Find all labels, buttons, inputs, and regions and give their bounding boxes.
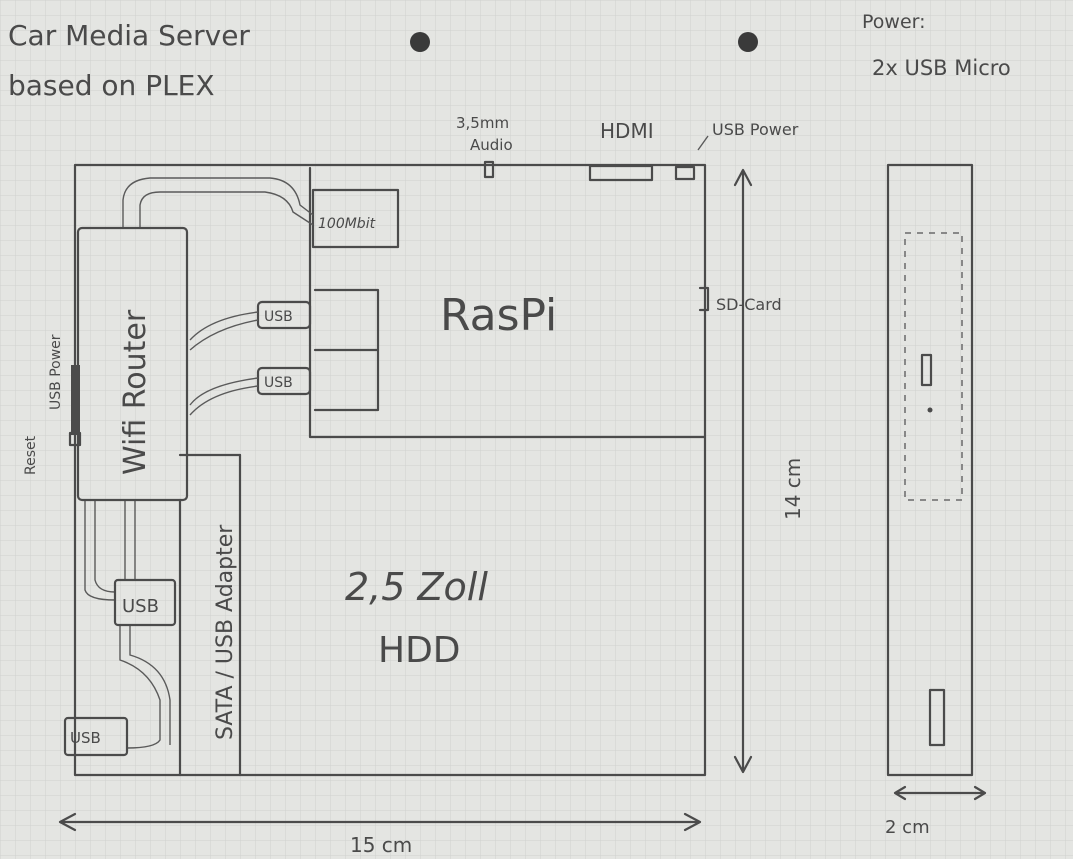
ethernet-port	[311, 188, 400, 249]
adapter-usb2-label: USB	[70, 729, 101, 747]
dimension-arrows: 14 cm 15 cm 2 cm	[58, 168, 987, 857]
usb-power-port	[674, 165, 696, 181]
audio-label: 3,5mm	[456, 114, 509, 132]
sd-card-label: SD-Card	[716, 295, 782, 314]
punch-hole	[410, 32, 430, 52]
ethernet-label: 100Mbit	[318, 216, 376, 232]
usb-power-label: USB Power	[712, 120, 799, 139]
router-usb-power-label: USB Power	[48, 334, 64, 410]
punch-hole	[738, 32, 758, 52]
raspi-usb2-label: USB	[264, 375, 293, 391]
power-note-line2: 2x USB Micro	[872, 56, 1011, 80]
cables	[84, 177, 314, 749]
title-line2: based on PLEX	[8, 69, 215, 102]
adapter-usb1-label: USB	[122, 596, 159, 617]
raspi-label: RasPi	[440, 290, 557, 341]
audio-jack	[483, 160, 495, 179]
hdd-label-2: HDD	[378, 630, 461, 671]
hdd: 2,5 Zoll HDD	[345, 565, 488, 671]
router-reset-label: Reset	[23, 435, 39, 475]
audio-label-2: Audio	[470, 136, 513, 154]
hdmi-label: HDMI	[600, 119, 654, 143]
side-view	[886, 163, 974, 777]
raspi: RasPi 100Mbit USB USB SD-Card	[256, 188, 782, 412]
hdd-label-1: 2,5 Zoll	[345, 565, 488, 609]
depth-label: 2 cm	[885, 817, 930, 838]
power-note-line1: Power:	[862, 11, 926, 33]
width-label: 15 cm	[350, 833, 412, 857]
router-label: Wifi Router	[118, 309, 153, 475]
hdmi-port	[588, 164, 654, 182]
raspi-usb1-label: USB	[264, 309, 293, 325]
sata-adapter: SATA / USB Adapter USB USB	[63, 524, 238, 757]
title-line1: Car Media Server	[8, 19, 250, 52]
top-view: 3,5mm Audio HDMI USB Power RasPi 100Mbit…	[23, 114, 799, 777]
height-label: 14 cm	[781, 458, 805, 520]
adapter-label: SATA / USB Adapter	[213, 524, 238, 740]
wifi-router: Wifi Router USB Power Reset	[23, 226, 189, 502]
